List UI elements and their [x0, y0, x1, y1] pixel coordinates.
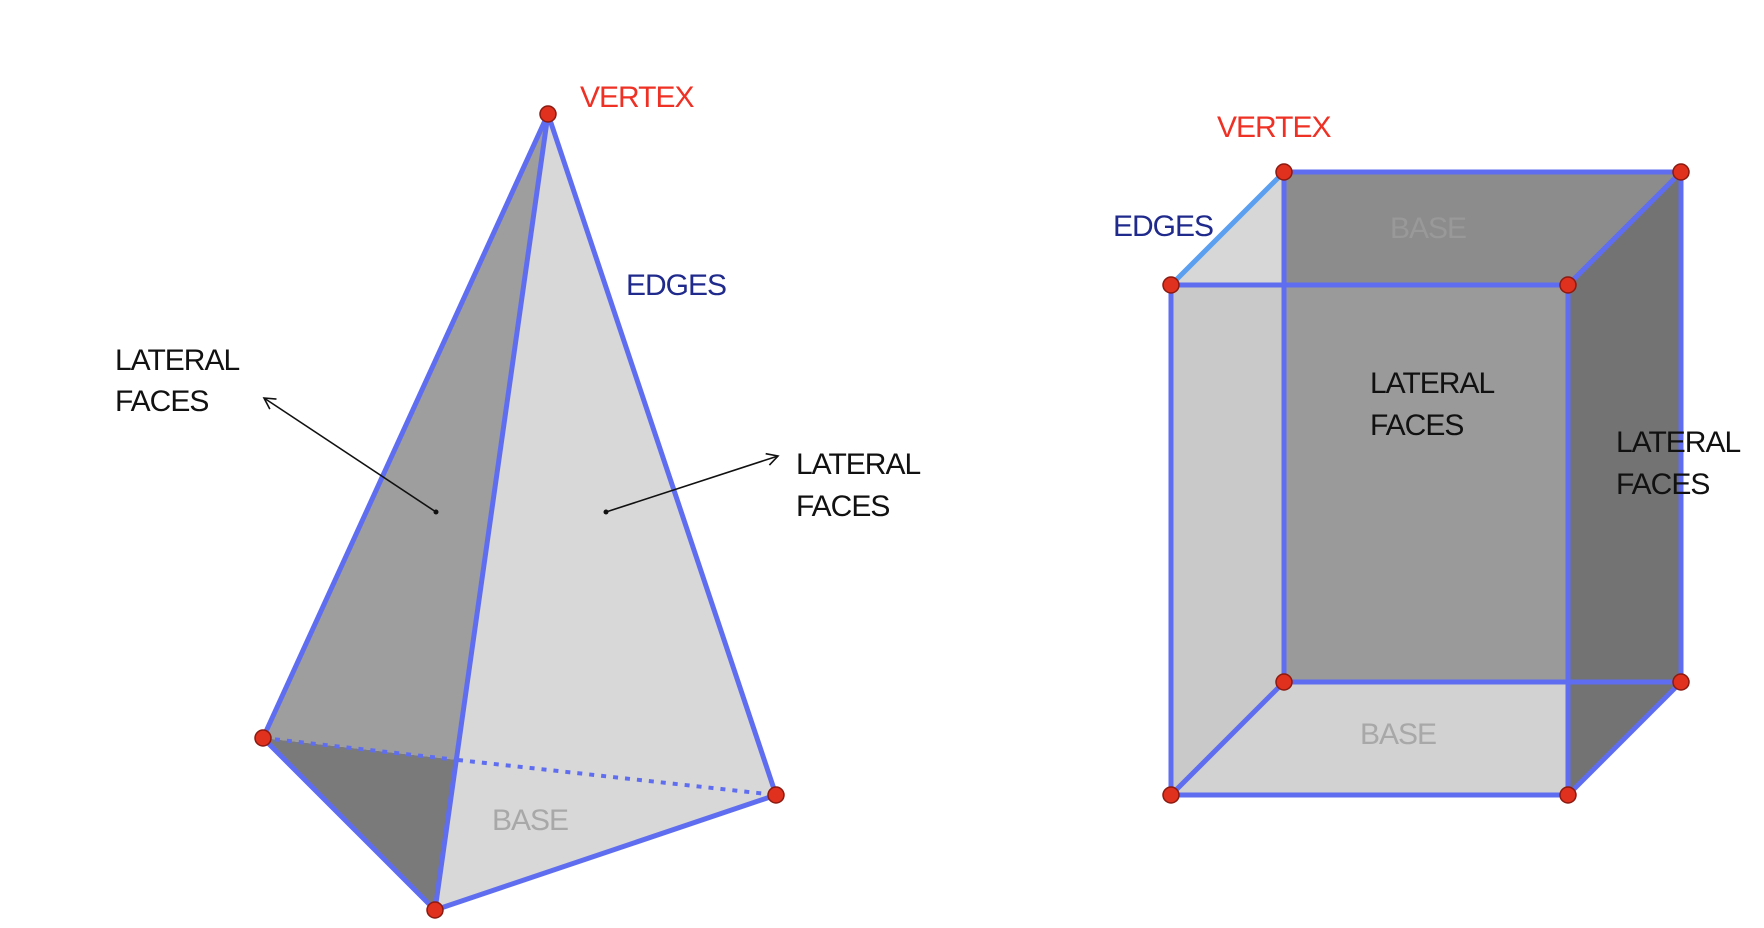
pyramid-vertices: [254, 105, 785, 919]
pyramid-apex-vertex: [539, 105, 557, 123]
pyramid-lateral-right-label-line2: FACES: [796, 490, 889, 523]
pyramid-hidden-edge-right: [457, 758, 777, 797]
pyramid-base-vertex-left: [254, 729, 272, 747]
prism-lateral-right-label-line1: LATERAL: [1616, 426, 1740, 459]
pyramid-edge-apex-right: [545, 111, 779, 798]
pyramid-edges: [260, 111, 779, 913]
pyramid: VERTEX EDGES LATERAL FACES LATERAL FACES…: [115, 81, 921, 919]
prism: VERTEX EDGES BASE LATERAL FACES LATERAL …: [1113, 111, 1741, 804]
prism-vertex-bottom-front-right: [1559, 786, 1577, 804]
prism-vertex-top-back-left: [1275, 163, 1293, 181]
pyramid-edge-apex-left: [260, 111, 551, 741]
prism-lateral-right-label-line2: FACES: [1616, 468, 1709, 501]
pyramid-edge-base-front: [432, 792, 779, 913]
prism-vertex-bottom-back-right: [1672, 673, 1690, 691]
pyramid-lateral-right-label-line1: LATERAL: [796, 448, 920, 481]
prism-edges-label: EDGES: [1113, 210, 1213, 243]
pyramid-lateral-left-arrow: [262, 397, 437, 513]
prism-vertex-bottom-back-left: [1275, 673, 1293, 691]
prism-bottom-base-face: [1171, 682, 1681, 795]
pyramid-lateral-right-arrow: [605, 452, 780, 513]
pyramid-lateral-left-label-line1: LATERAL: [115, 344, 239, 377]
pyramid-lateral-right-arrow-start: [603, 509, 609, 515]
pyramid-hidden-edge-left: [262, 736, 459, 762]
prism-left-face: [1171, 172, 1284, 795]
pyramid-lateral-left-label-line2: FACES: [115, 385, 208, 418]
prism-edge-bottom-left: [1168, 679, 1287, 798]
pyramid-lateral-left-arrow-start: [433, 509, 439, 515]
prism-vertex-bottom-front-left: [1162, 786, 1180, 804]
pyramid-base-vertex-front: [426, 901, 444, 919]
prism-vertex-label: VERTEX: [1217, 111, 1331, 144]
prism-bottom-base-label: BASE: [1360, 718, 1436, 751]
pyramid-lower-left-face: [263, 738, 458, 910]
prism-vertex-top-front-left: [1162, 276, 1180, 294]
prism-edges: [1168, 169, 1684, 798]
pyramid-base-label: BASE: [492, 804, 568, 837]
prism-vertex-top-back-right: [1672, 163, 1690, 181]
prism-edge-bottom-right: [1565, 679, 1684, 798]
pyramid-edge-base-left: [260, 735, 438, 913]
prism-lateral-center-label-line2: FACES: [1370, 409, 1463, 442]
prism-lateral-center-label-line1: LATERAL: [1370, 367, 1494, 400]
prism-edge-top-left-highlighted: [1168, 169, 1287, 288]
pyramid-edge-apex-front: [432, 111, 551, 913]
pyramid-edges-label: EDGES: [626, 269, 726, 302]
pyramid-vertex-label: VERTEX: [580, 81, 694, 114]
prism-top-base-label: BASE: [1390, 212, 1466, 245]
prism-vertices: [1162, 163, 1690, 804]
prism-right-face: [1568, 172, 1681, 795]
prism-edge-top-right: [1565, 169, 1684, 288]
prism-vertex-top-front-right: [1559, 276, 1577, 294]
prism-front-face: [1171, 285, 1568, 795]
pyramid-base-vertex-right: [767, 786, 785, 804]
